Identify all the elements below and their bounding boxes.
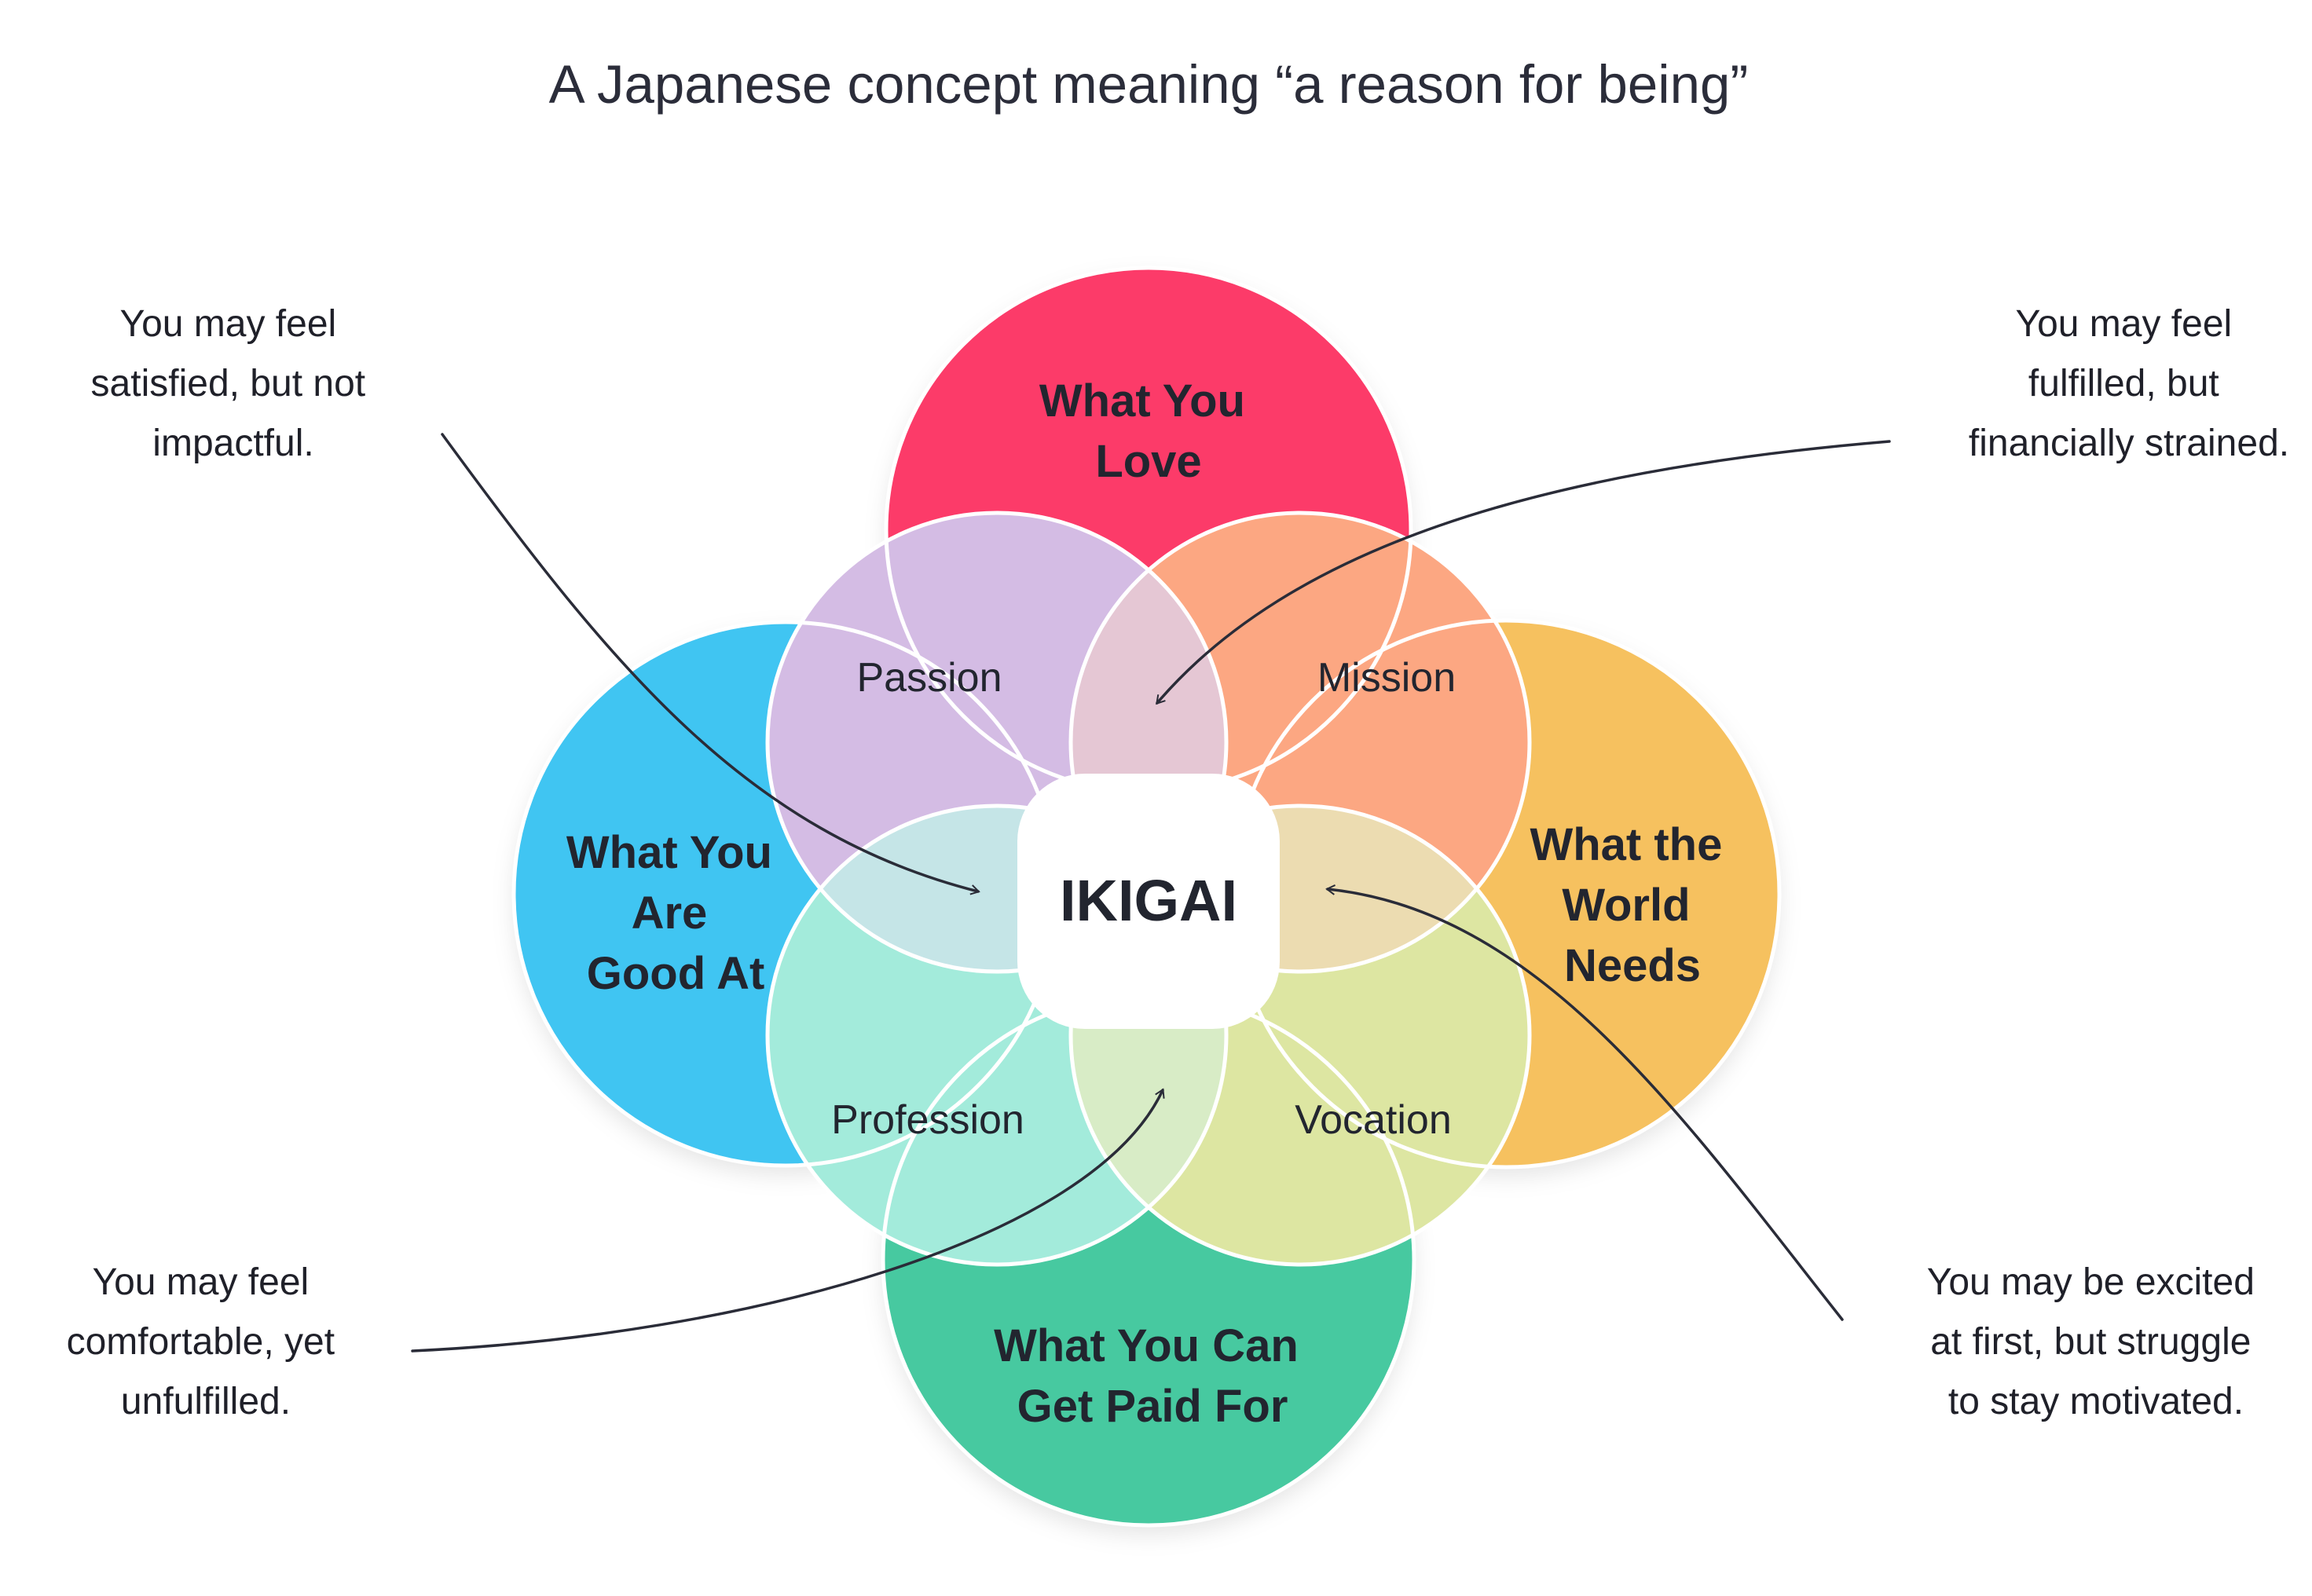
note-top-right: You may feel fulfilled, but financially … bbox=[1969, 303, 2289, 464]
label-line: Love bbox=[1095, 436, 1201, 487]
note-line: financially strained. bbox=[1969, 423, 2289, 464]
note-line: You may feel bbox=[92, 1261, 309, 1303]
note-line: unfulfilled. bbox=[121, 1381, 291, 1422]
label-what-you-can-get-paid-for: What You Can Get Paid For bbox=[994, 1320, 1311, 1432]
label-line: Are bbox=[632, 888, 708, 939]
arrow-bottom-left bbox=[411, 1088, 1165, 1353]
ikigai-center bbox=[1017, 774, 1280, 1029]
note-line: You may feel bbox=[119, 303, 336, 345]
arrow-bottom-right bbox=[1325, 884, 1844, 1321]
label-line: What the bbox=[1530, 819, 1723, 870]
note-line: You may be excited bbox=[1927, 1261, 2255, 1303]
ikigai-label: IKIGAI bbox=[1060, 868, 1237, 933]
note-line: comfortable, yet bbox=[67, 1321, 335, 1363]
label-what-you-love: What You Love bbox=[1039, 375, 1258, 487]
note-line: fulfilled, but bbox=[2028, 363, 2219, 404]
label-line: What You bbox=[566, 827, 772, 878]
label-what-the-world-needs: What the World Needs bbox=[1530, 819, 1735, 991]
label-mission: Mission bbox=[1317, 655, 1456, 701]
note-line: to stay motivated. bbox=[1948, 1381, 2244, 1422]
label-line: Needs bbox=[1564, 940, 1701, 991]
note-top-left: You may feel satisfied, but not impactfu… bbox=[91, 303, 376, 464]
note-bottom-right: You may be excited at first, but struggl… bbox=[1927, 1261, 2266, 1422]
label-line: What You Can bbox=[994, 1320, 1299, 1371]
arrow-top-right bbox=[1156, 440, 1891, 705]
note-line: at first, but struggle bbox=[1930, 1321, 2251, 1363]
circle-outlines bbox=[511, 265, 1782, 1528]
label-line: World bbox=[1562, 880, 1690, 931]
note-line: You may feel bbox=[2015, 303, 2232, 345]
label-vocation: Vocation bbox=[1295, 1097, 1452, 1143]
note-line: impactful. bbox=[152, 423, 313, 464]
label-line: Good At bbox=[587, 948, 765, 999]
note-line: satisfied, but not bbox=[91, 363, 366, 404]
page-title: A Japanese concept meaning “a reason for… bbox=[549, 54, 1749, 115]
label-profession: Profession bbox=[831, 1097, 1024, 1143]
label-line: What You bbox=[1039, 375, 1245, 426]
arrow-top-left bbox=[441, 433, 980, 895]
label-passion: Passion bbox=[857, 655, 1002, 701]
note-bottom-left: You may feel comfortable, yet unfulfille… bbox=[67, 1261, 346, 1422]
label-line: Get Paid For bbox=[1017, 1381, 1288, 1432]
label-what-you-are-good-at: What You Are Good At bbox=[566, 827, 785, 999]
